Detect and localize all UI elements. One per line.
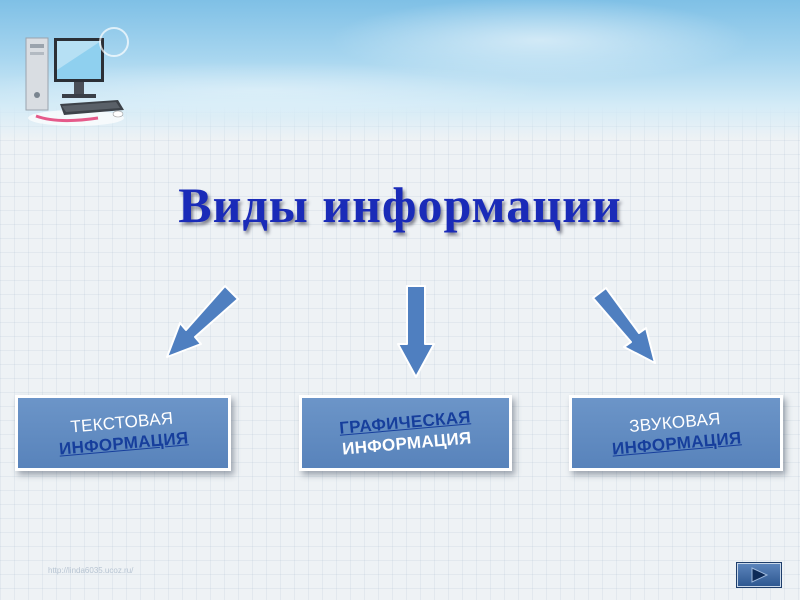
next-slide-button[interactable]: [736, 562, 782, 588]
graphic-information-label: ГРАФИЧЕСКАЯ ИНФОРМАЦИЯ: [338, 406, 473, 459]
header-shine: [0, 0, 800, 140]
footer-url[interactable]: http://linda6035.ucoz.ru/: [48, 566, 134, 575]
text-information-label: ТЕКСТОВАЯ ИНФОРМАЦИЯ: [57, 406, 190, 459]
play-triangle-icon: [751, 567, 769, 583]
sound-information-label: ЗВУКОВАЯ ИНФОРМАЦИЯ: [610, 406, 743, 459]
arrow-down-right-icon: [592, 287, 656, 364]
graphic-information-box[interactable]: ГРАФИЧЕСКАЯ ИНФОРМАЦИЯ: [299, 395, 512, 471]
arrow-down-icon: [397, 285, 435, 378]
text-information-box[interactable]: ТЕКСТОВАЯ ИНФОРМАЦИЯ: [15, 395, 231, 471]
slide-title: Виды информации: [178, 177, 622, 233]
sound-information-box[interactable]: ЗВУКОВАЯ ИНФОРМАЦИЯ: [569, 395, 783, 471]
arrow-down-left-icon: [166, 285, 239, 358]
header-band: [0, 0, 800, 140]
computer-icon: [25, 27, 129, 126]
